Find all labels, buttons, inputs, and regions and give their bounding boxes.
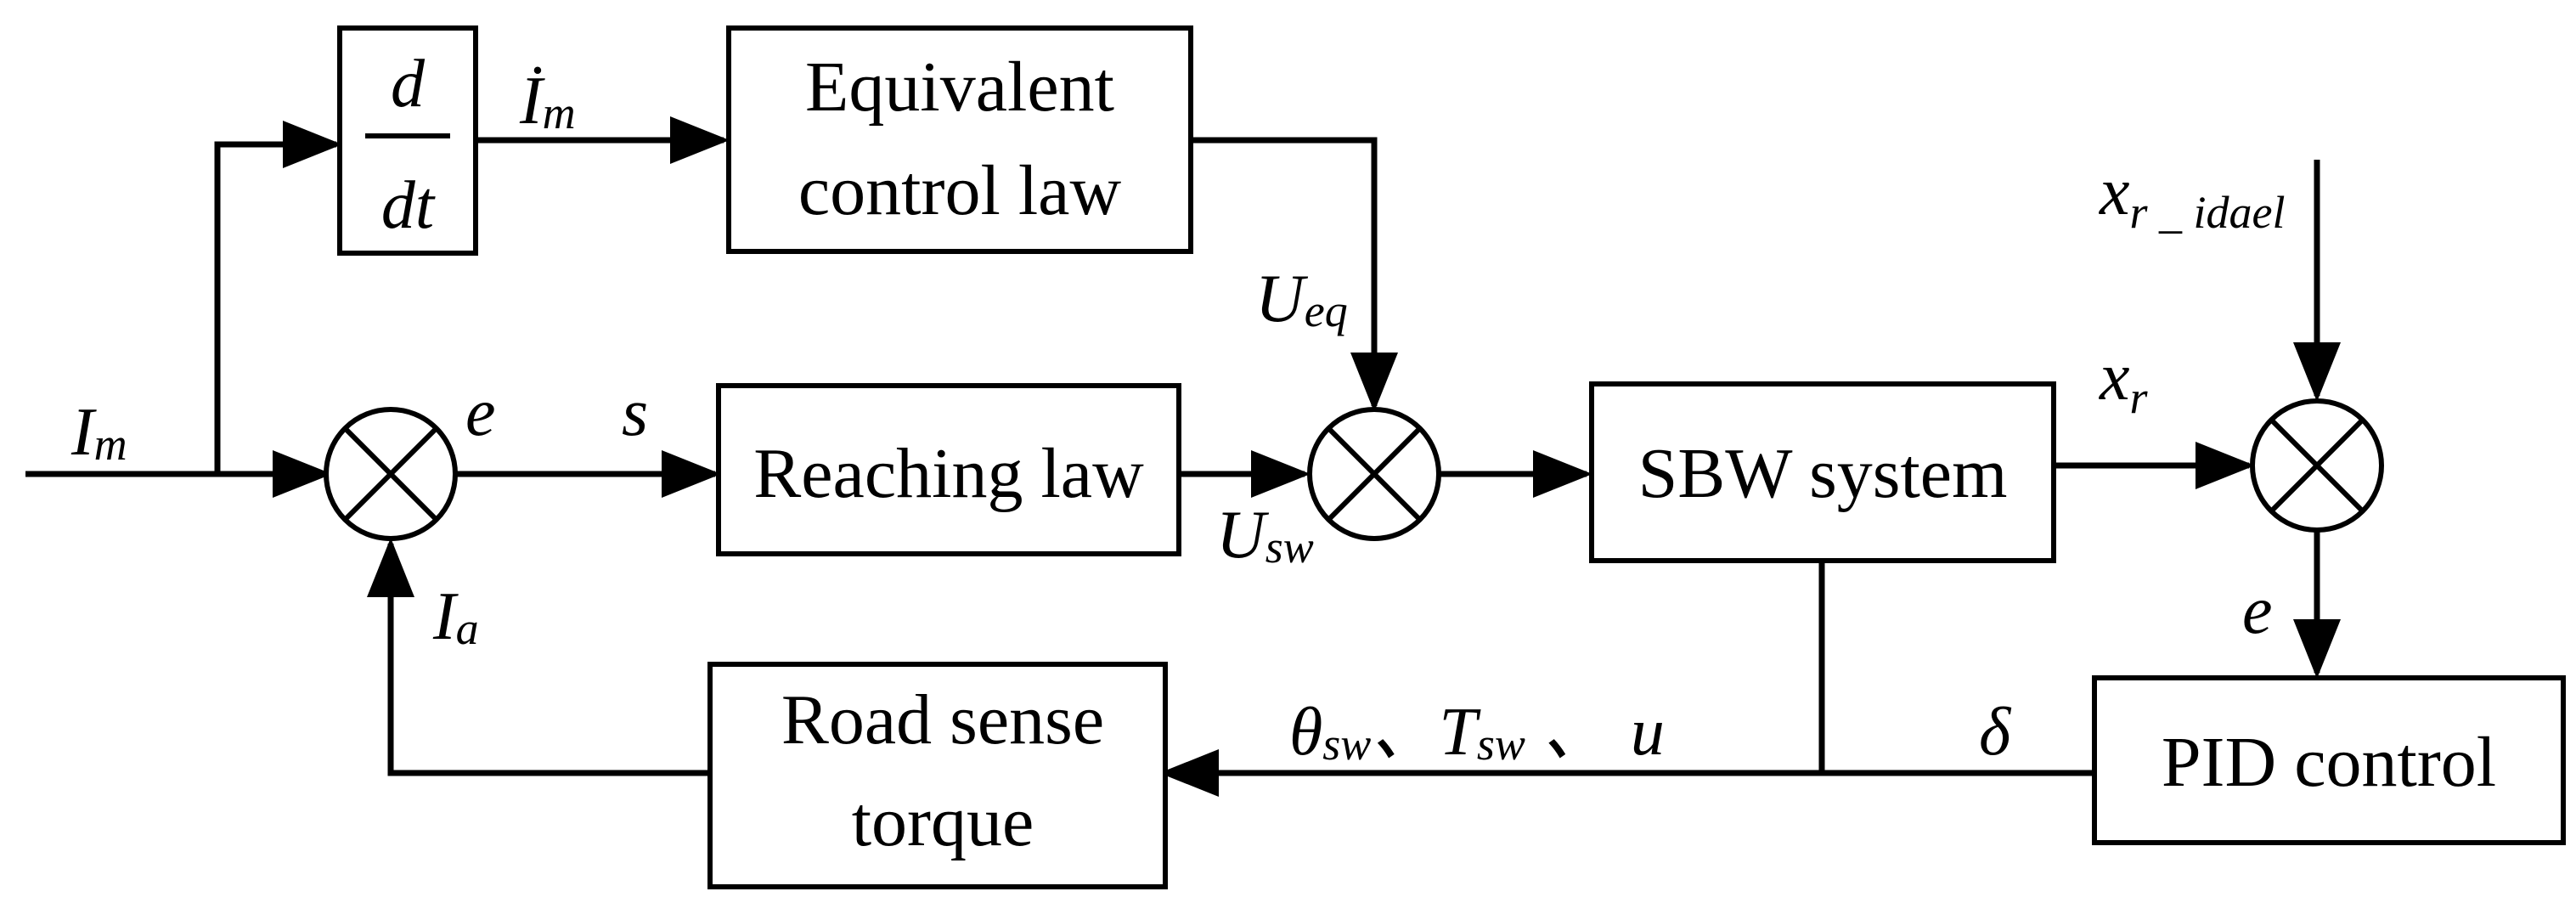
equivalent-control-law-block: Equivalent control law [726, 25, 1193, 254]
summing-junction-error [324, 407, 458, 541]
wire-ueq [1191, 137, 1398, 412]
label-im-dot: İm [519, 64, 576, 138]
label-e1: e [465, 375, 496, 450]
sbw-system-label: SBW system [1638, 434, 2008, 513]
label-e2: e [2242, 573, 2273, 648]
label-ueq: Ueq [1255, 262, 1348, 336]
pid-control-block: PID control [2092, 675, 2566, 845]
sbw-system-block: SBW system [1589, 381, 2056, 563]
wire-ia [367, 538, 710, 776]
label-s: s [622, 375, 648, 450]
label-im: Im [70, 395, 127, 470]
label-xr: xr [2099, 340, 2149, 423]
derivative-numerator: d [391, 47, 426, 121]
pid-control-label: PID control [2162, 723, 2496, 802]
label-ia: Ia [432, 579, 479, 654]
road-sense-label-2: torque [852, 782, 1034, 861]
equivalent-control-label-2: control law [798, 151, 1122, 230]
summing-junction-control [1307, 407, 1441, 541]
label-delta: δ [1979, 695, 2012, 770]
reaching-law-block: Reaching law [716, 383, 1181, 556]
wire-im-branch [214, 121, 342, 474]
equivalent-control-label-1: Equivalent [805, 48, 1114, 127]
label-usw: Usw [1216, 498, 1314, 573]
road-sense-torque-block: Road sense torque [707, 662, 1168, 889]
label-feedback-signals: θsw、Tsw 、u [1289, 695, 1665, 770]
label-xr-ideal: xr _ idael [2099, 155, 2286, 238]
derivative-block: d dt [337, 25, 478, 256]
derivative-denominator: dt [381, 168, 436, 243]
road-sense-label-1: Road sense [781, 680, 1104, 759]
reaching-law-label: Reaching law [753, 434, 1144, 513]
summing-junction-position [2250, 398, 2384, 533]
